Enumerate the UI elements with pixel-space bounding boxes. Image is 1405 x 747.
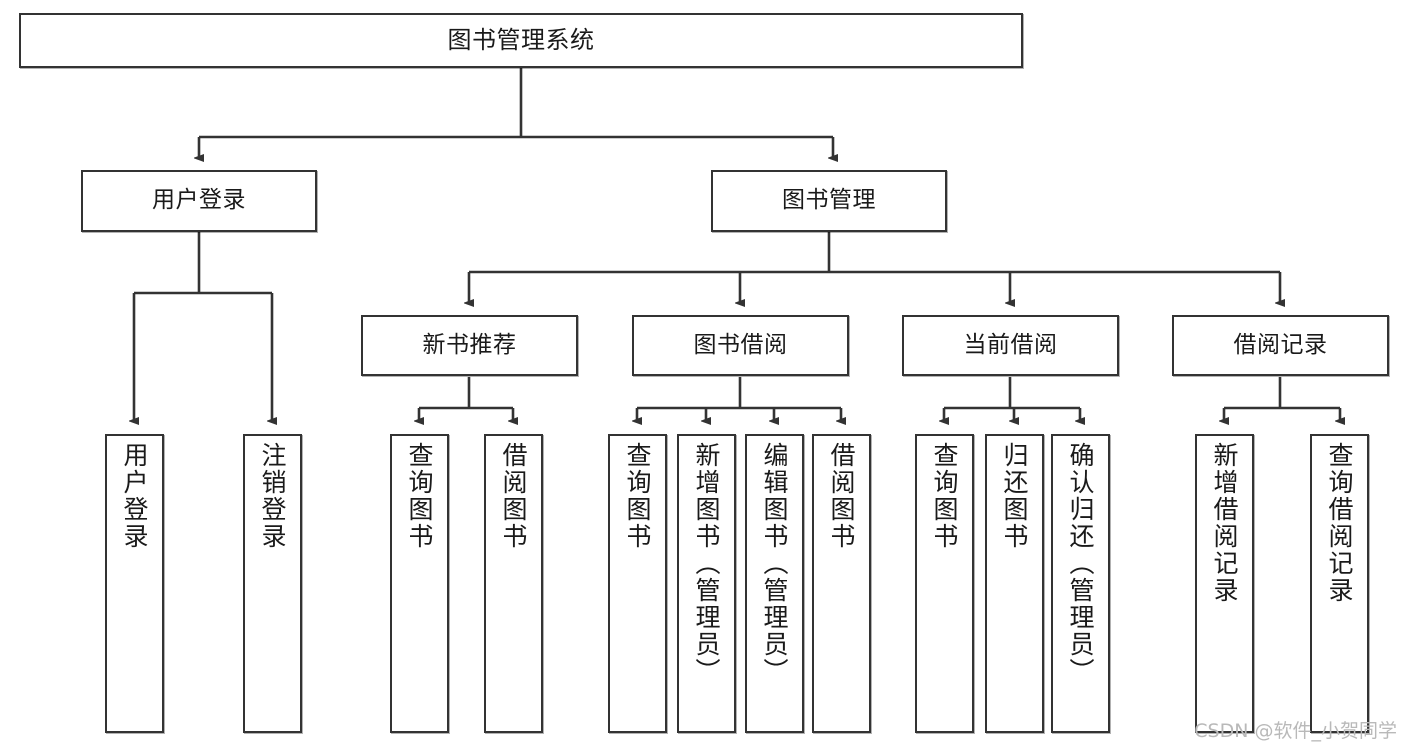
node-label: 查询图书 [405, 442, 434, 550]
node-new-book-recommend[interactable]: 新书推荐 [361, 315, 578, 376]
node-label: 用户登录 [120, 442, 149, 550]
leaf-confirm-return-admin[interactable]: 确认归还（管理员） [1051, 434, 1110, 733]
node-label: 借阅记录 [1233, 331, 1328, 358]
node-borrow-records[interactable]: 借阅记录 [1172, 315, 1389, 376]
leaf-return-book[interactable]: 归还图书 [985, 434, 1044, 733]
node-root-system[interactable]: 图书管理系统 [19, 13, 1023, 68]
node-book-borrow[interactable]: 图书借阅 [632, 315, 849, 376]
leaf-borrow-book[interactable]: 借阅图书 [812, 434, 871, 733]
node-label: 当前借阅 [963, 331, 1058, 358]
node-label: 图书管理 [782, 187, 876, 214]
node-book-management[interactable]: 图书管理 [711, 170, 947, 232]
leaf-add-book-admin[interactable]: 新增图书（管理员） [677, 434, 736, 733]
node-label: 新书推荐 [422, 331, 517, 358]
node-label: 借阅图书 [499, 442, 528, 550]
node-label: 归还图书 [1000, 442, 1029, 550]
node-label: 注销登录 [258, 442, 287, 550]
node-label: 图书借阅 [693, 331, 788, 358]
node-label: 查询图书 [930, 442, 959, 550]
node-label: 新增借阅记录 [1210, 442, 1239, 604]
leaf-query-book-recommend[interactable]: 查询图书 [390, 434, 449, 733]
node-label: 确认归还（管理员） [1066, 442, 1095, 685]
leaf-edit-book-admin[interactable]: 编辑图书（管理员） [745, 434, 804, 733]
leaf-borrow-book-recommend[interactable]: 借阅图书 [484, 434, 543, 733]
node-user-login[interactable]: 用户登录 [81, 170, 317, 232]
csdn-watermark: CSDN @软件_小贺同学 [1194, 720, 1397, 742]
node-label: 查询借阅记录 [1325, 442, 1354, 604]
node-label: 编辑图书（管理员） [760, 442, 789, 685]
node-label: 用户登录 [152, 187, 246, 214]
leaf-query-book-borrow[interactable]: 查询图书 [608, 434, 667, 733]
node-label: 图书管理系统 [447, 26, 595, 55]
node-label: 借阅图书 [827, 442, 856, 550]
leaf-user-login[interactable]: 用户登录 [105, 434, 164, 733]
leaf-logout[interactable]: 注销登录 [243, 434, 302, 733]
leaf-query-borrow-record[interactable]: 查询借阅记录 [1310, 434, 1369, 733]
leaf-add-borrow-record[interactable]: 新增借阅记录 [1195, 434, 1254, 733]
node-label: 查询图书 [623, 442, 652, 550]
leaf-query-book-current[interactable]: 查询图书 [915, 434, 974, 733]
node-label: 新增图书（管理员） [692, 442, 721, 685]
node-current-borrow[interactable]: 当前借阅 [902, 315, 1119, 376]
